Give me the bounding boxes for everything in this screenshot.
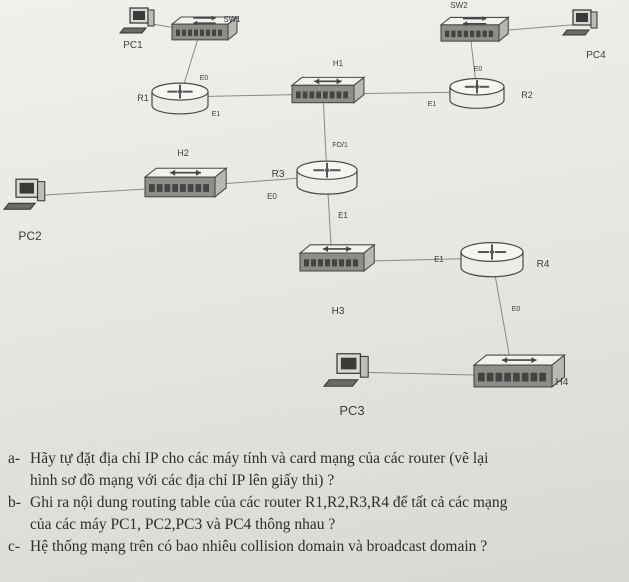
switch-sw2 (439, 16, 510, 43)
switch-sw1 (170, 15, 239, 41)
network-diagram: PC1SW1R1H1SW2R2PC4PC2H2R3H3R4H4PC3E0E1E0… (2, 1, 606, 418)
device-label: H3 (332, 306, 345, 317)
question-text: Hệ thống mạng trên có bao nhiêu collisio… (30, 538, 488, 555)
question-list: a- Hãy tự đặt địa chỉ IP cho các máy tín… (4, 448, 626, 558)
hub-h3 (298, 243, 376, 273)
router-r2 (449, 78, 505, 109)
device-label: PC1 (123, 40, 143, 51)
device-label: SW1 (223, 15, 241, 24)
device-label: R2 (521, 90, 533, 100)
question-a: a- Hãy tự đặt địa chỉ IP cho các máy tín… (4, 448, 626, 492)
question-b: b- Ghi ra nội dung routing table của các… (4, 492, 626, 536)
device-label: PC4 (586, 50, 606, 61)
device-label: H4 (556, 377, 569, 388)
router-r4 (460, 242, 524, 278)
interface-label: E0 (200, 75, 209, 82)
question-text: Ghi ra nội dung routing table của các ro… (30, 494, 508, 511)
interface-label: E1 (434, 255, 444, 264)
device-label: R4 (537, 259, 550, 270)
router-r3 (296, 160, 358, 195)
device-label: SW2 (450, 1, 468, 10)
question-text: Hãy tự đặt địa chỉ IP cho các máy tính v… (30, 450, 489, 467)
devices (2, 7, 598, 389)
interface-label: E1 (428, 101, 437, 108)
question-marker: c- (8, 538, 21, 555)
interface-label: FO/1 (332, 142, 348, 149)
device-label: PC2 (18, 229, 42, 243)
pc-pc4 (561, 9, 598, 36)
hub-h1 (290, 76, 366, 104)
device-label: PC3 (339, 403, 364, 418)
device-label: R3 (272, 169, 285, 180)
interface-label: E0 (512, 306, 521, 313)
interface-label: E0 (267, 192, 277, 201)
pc-pc3 (322, 353, 369, 387)
hub-h2 (143, 167, 228, 198)
interface-label: E1 (212, 111, 221, 118)
pc-pc2 (2, 178, 46, 210)
question-text: hình sơ đồ mạng với các địa chỉ IP lên g… (30, 472, 335, 489)
interface-label: E1 (338, 211, 348, 220)
links (27, 21, 584, 377)
question-c: c- Hệ thống mạng trên có bao nhiêu colli… (4, 536, 626, 558)
question-text: của các máy PC1, PC2,PC3 và PC4 thông nh… (30, 516, 336, 533)
interface-label: E0 (474, 66, 483, 73)
router-r1 (151, 82, 209, 115)
device-label: H2 (177, 148, 189, 158)
question-marker: b- (8, 494, 21, 511)
pc-pc1 (118, 7, 155, 34)
question-marker: a- (8, 450, 21, 467)
device-label: R1 (137, 93, 149, 103)
device-label: H1 (333, 59, 344, 68)
hub-h4 (472, 353, 567, 389)
